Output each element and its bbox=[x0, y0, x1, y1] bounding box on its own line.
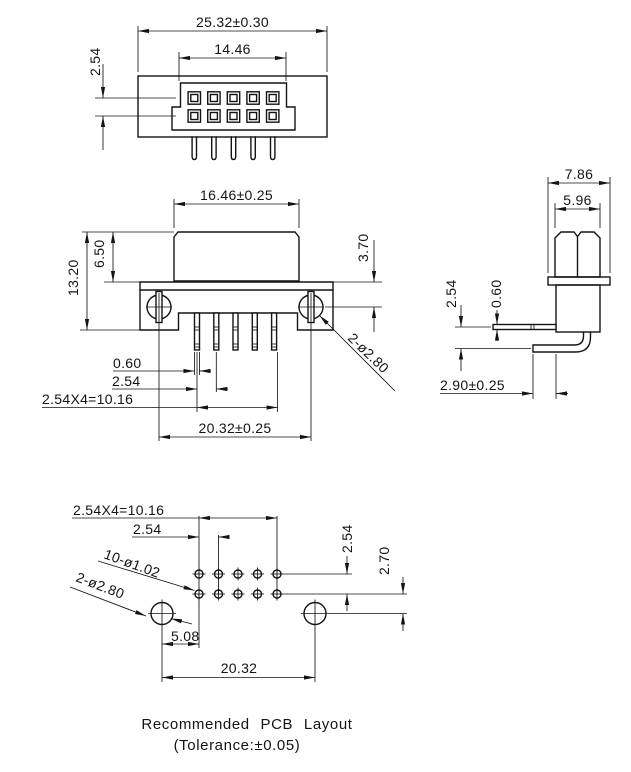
top-view-pins bbox=[191, 136, 276, 161]
dim-pcb-big-hole-drop: 2.70 bbox=[376, 547, 392, 575]
dim-front-hole-drop: 3.70 bbox=[355, 234, 371, 262]
pcb-layout: 2.54X4=10.16 2.54 10-ø1.02 2-ø2.80 5.08 … bbox=[69, 502, 407, 682]
top-view-shell-outline bbox=[171, 82, 296, 131]
dim-front-cap-height: 6.50 bbox=[91, 240, 107, 268]
top-view-housing-outline bbox=[137, 75, 328, 138]
dim-front-mount-hole-span: 20.32±0.25 bbox=[199, 420, 272, 436]
dim-side-pin-standoff: 2.90±0.25 bbox=[440, 377, 505, 393]
dim-front-total-height: 13.20 bbox=[65, 259, 81, 296]
dim-front-pin-pitch: 2.54 bbox=[112, 373, 140, 389]
dim-pcb-big-hole-offset: 5.08 bbox=[171, 628, 199, 644]
socket-grid bbox=[187, 91, 280, 123]
side-view-flange-outline bbox=[547, 276, 611, 286]
side-view-upper-pin bbox=[492, 323, 557, 331]
side-view-lower-pin bbox=[532, 331, 592, 353]
dim-top-row-pitch: 2.54 bbox=[87, 48, 103, 76]
front-view: 16.46±0.25 6.50 13.20 3.70 2-ø2.80 0.60 bbox=[42, 187, 396, 441]
front-view-flange-outline bbox=[139, 281, 334, 331]
side-view: 7.86 5.96 2.54 0.60 2.90±0.25 bbox=[440, 166, 611, 399]
dim-side-row-pitch: 2.54 bbox=[443, 280, 459, 308]
dim-front-cap-width: 16.46±0.25 bbox=[200, 187, 273, 203]
dim-top-inner-width: 14.46 bbox=[214, 41, 251, 57]
front-view-body-outline bbox=[173, 231, 300, 282]
top-view: 25.32±0.30 14.46 2.54 bbox=[87, 14, 328, 161]
side-view-body-outline bbox=[555, 284, 601, 333]
dim-front-pin-span: 2.54X4=10.16 bbox=[42, 391, 133, 407]
dim-side-inner-width: 5.96 bbox=[563, 192, 591, 208]
label-front-mount-holes: 2-ø2.80 bbox=[345, 330, 392, 376]
dim-top-overall-width: 25.32±0.30 bbox=[196, 14, 269, 30]
dim-side-pin-thickness: 0.60 bbox=[488, 280, 504, 308]
caption-tolerance: (Tolerance:±0.05) bbox=[174, 737, 301, 754]
label-pcb-small-holes: 10-ø1.02 bbox=[102, 546, 162, 581]
front-view-pins bbox=[193, 312, 278, 351]
dim-front-pin-width: 0.60 bbox=[113, 355, 141, 371]
pcb-pin-holes bbox=[192, 567, 284, 601]
dim-pcb-pin-pitch: 2.54 bbox=[133, 521, 161, 537]
caption-title: Recommended PCB Layout bbox=[141, 716, 352, 733]
dim-pcb-pin-span: 2.54X4=10.16 bbox=[73, 502, 164, 518]
label-pcb-big-holes: 2-ø2.80 bbox=[74, 569, 127, 602]
dim-pcb-big-hole-span: 20.32 bbox=[221, 660, 258, 676]
dim-side-outer-width: 7.86 bbox=[565, 166, 593, 182]
dim-pcb-row-pitch: 2.54 bbox=[339, 525, 355, 553]
